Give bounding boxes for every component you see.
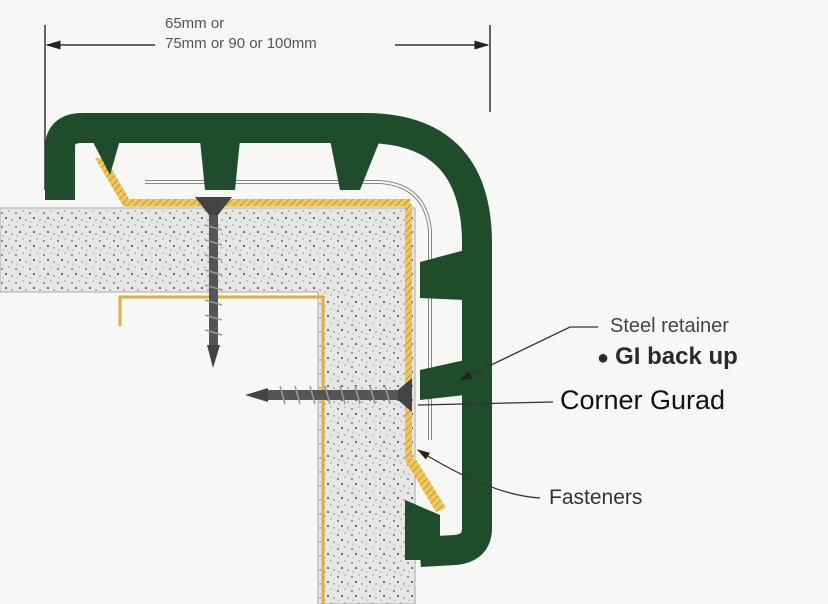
label-steel-retainer: Steel retainer <box>610 315 729 337</box>
dimension-marker <box>44 25 491 190</box>
label-fasteners: Fasteners <box>549 486 643 509</box>
dimension-line2: 75mm or 90 or 100mm <box>165 35 317 52</box>
label-gi-back-up-text: GI back up <box>615 343 738 370</box>
dimension-line1: 65mm or <box>165 15 225 32</box>
vertical-screw <box>195 197 232 368</box>
hatched-strip-top <box>125 199 410 206</box>
label-gi-back-up: ●GI back up <box>597 343 738 371</box>
corner-guard <box>45 113 492 567</box>
hatched-strip-right <box>405 205 412 460</box>
concrete-slab <box>0 207 416 604</box>
hatched-strip-bottom <box>405 458 446 512</box>
label-corner-guard: Corner Gurad <box>560 385 726 415</box>
hatched-strip-left <box>95 158 132 204</box>
leader-lines <box>416 326 598 499</box>
horizontal-screw <box>245 378 412 412</box>
bullet-icon: ● <box>597 347 610 369</box>
